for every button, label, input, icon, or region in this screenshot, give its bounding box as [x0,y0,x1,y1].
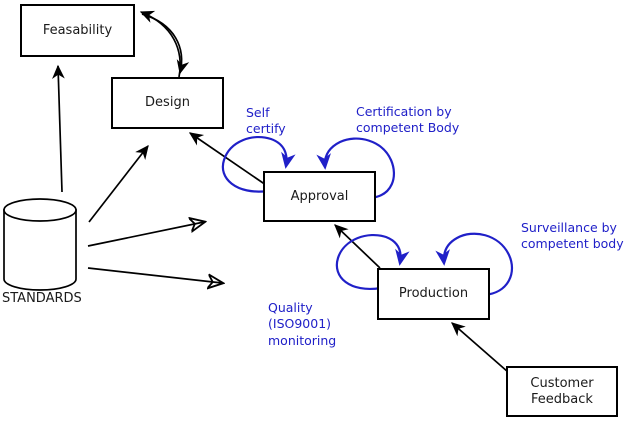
node-feasability[interactable]: Feasability [20,4,135,57]
arrow-standards-to-feasability [52,64,65,193]
node-customer-feedback[interactable]: Customer Feedback [506,366,618,417]
loop-surveillance-competent-body [435,232,514,297]
arrow-approval-to-design [188,132,267,186]
arrow-customer-feedback-to-production [451,322,509,373]
loop-self-certify [221,135,296,193]
annotation-self-certify: Self certify [246,105,286,137]
node-feasability-label: Feasability [42,22,113,38]
node-design[interactable]: Design [111,77,224,129]
arrow-feasability-to-design [141,13,190,75]
node-design-label: Design [145,95,190,111]
arrow-standards-to-production [87,267,222,283]
standards-datastore-shape [3,198,77,291]
node-production[interactable]: Production [377,268,490,320]
annotation-quality-iso9001-monitoring: Quality (ISO9001) monitoring [268,300,337,348]
arrow-standards-to-design [88,144,149,223]
arrow-standards-to-approval [87,222,204,247]
node-approval[interactable]: Approval [263,171,376,222]
node-customer-feedback-label: Customer Feedback [530,376,594,407]
annotation-surveillance-competent-body: Surveillance by competent body [521,220,624,252]
loop-certification-competent-body [316,137,396,200]
annotation-certification-competent-body: Certification by competent Body [356,104,460,136]
arrow-production-to-approval [334,224,381,269]
loop-quality-monitoring [335,233,410,291]
node-approval-label: Approval [290,188,349,204]
node-production-label: Production [398,286,469,302]
standards-datastore-label: STANDARDS [2,291,82,306]
